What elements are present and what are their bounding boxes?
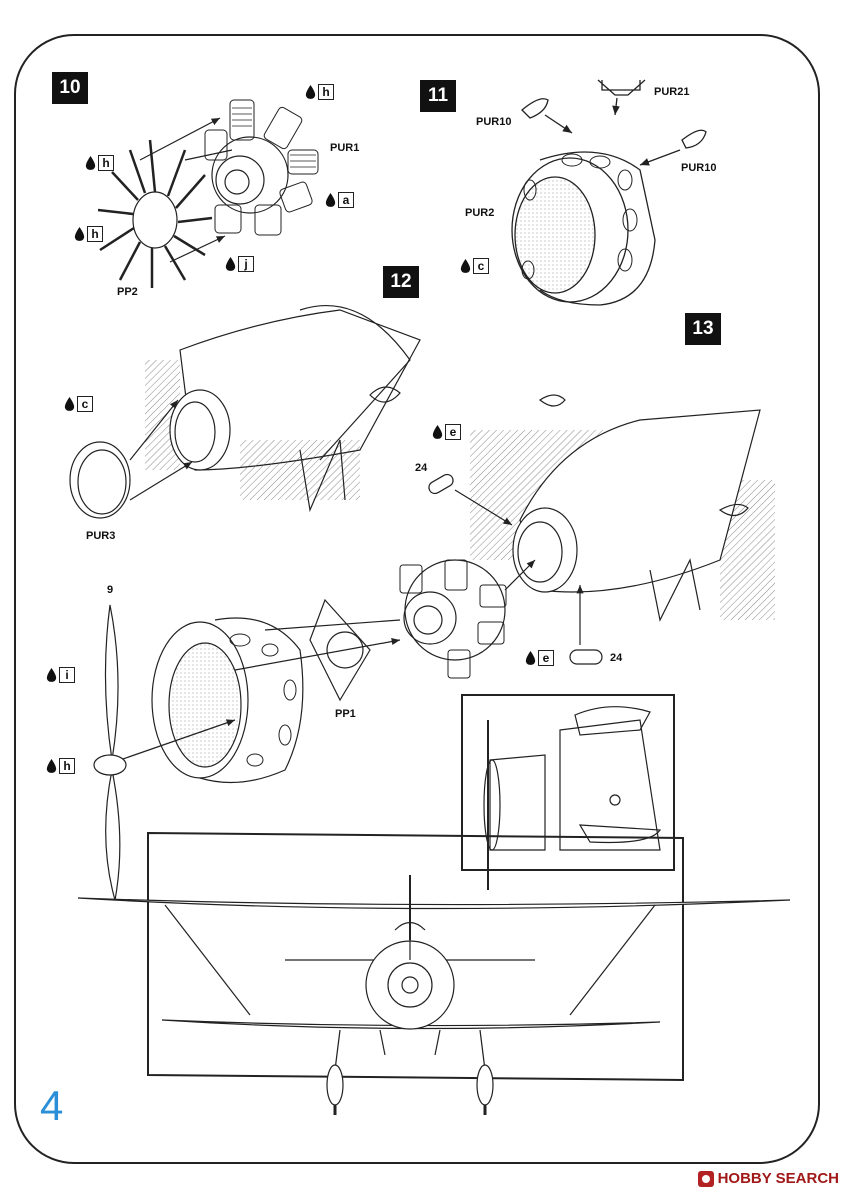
part-label-pur10-left: PUR10: [476, 116, 512, 128]
part-label-pur10-right: PUR10: [681, 162, 717, 174]
step-badge-12: 12: [383, 266, 419, 298]
paint-drop-icon: [432, 424, 443, 440]
paint-drop-icon: [305, 84, 316, 100]
part-label-24-top: 24: [415, 462, 428, 474]
part-label-pp1: PP1: [335, 708, 356, 720]
step-badge-11: 11: [420, 80, 456, 112]
step12-fuselage-drawing: [69, 305, 421, 519]
step-badge-13: 13: [685, 313, 721, 345]
paint-code-c-cowling: c: [460, 258, 489, 274]
part-label-pur3: PUR3: [86, 530, 116, 542]
step10-engine-drawing: [97, 99, 319, 288]
part-label-pur1: PUR1: [330, 142, 360, 154]
paint-drop-icon: [325, 192, 336, 208]
inset-detail: [461, 694, 675, 890]
paint-drop-icon: [85, 155, 96, 171]
paint-code-j: j: [225, 256, 254, 272]
paint-code-h-lower: h: [74, 226, 103, 242]
paint-drop-icon: [64, 396, 75, 412]
hobby-search-watermark: HOBBY SEARCH: [697, 1170, 839, 1187]
watermark-text: HOBBY SEARCH: [717, 1170, 839, 1187]
paint-drop-icon: [225, 256, 236, 272]
part-label-pur21: PUR21: [654, 86, 690, 98]
step13-assembly-drawing: [93, 394, 775, 901]
paint-code-h-top: h: [305, 84, 334, 100]
hobby-search-logo-icon: [697, 1170, 714, 1187]
step11-cowling-drawing: [511, 79, 707, 306]
paint-code-h-prop: h: [46, 758, 75, 774]
page-frame: [14, 34, 820, 1164]
paint-drop-icon: [74, 226, 85, 242]
paint-code-e-top: e: [432, 424, 461, 440]
part-label-24-bottom: 24: [610, 652, 623, 664]
paint-drop-icon: [46, 758, 57, 774]
page-number: 4: [40, 1082, 64, 1129]
paint-code-i: i: [46, 667, 75, 683]
aircraft-front-view: [77, 831, 791, 1115]
paint-code-c-ring: c: [64, 396, 93, 412]
part-label-9: 9: [107, 584, 114, 596]
part-label-pur2: PUR2: [465, 207, 495, 219]
part-label-pp2: PP2: [117, 286, 138, 298]
paint-code-h-left: h: [85, 155, 114, 171]
paint-code-a: a: [325, 192, 354, 208]
paint-drop-icon: [460, 258, 471, 274]
step-badge-10: 10: [52, 72, 88, 104]
paint-code-e-bottom: e: [525, 650, 554, 666]
paint-drop-icon: [525, 650, 536, 666]
paint-drop-icon: [46, 667, 57, 683]
